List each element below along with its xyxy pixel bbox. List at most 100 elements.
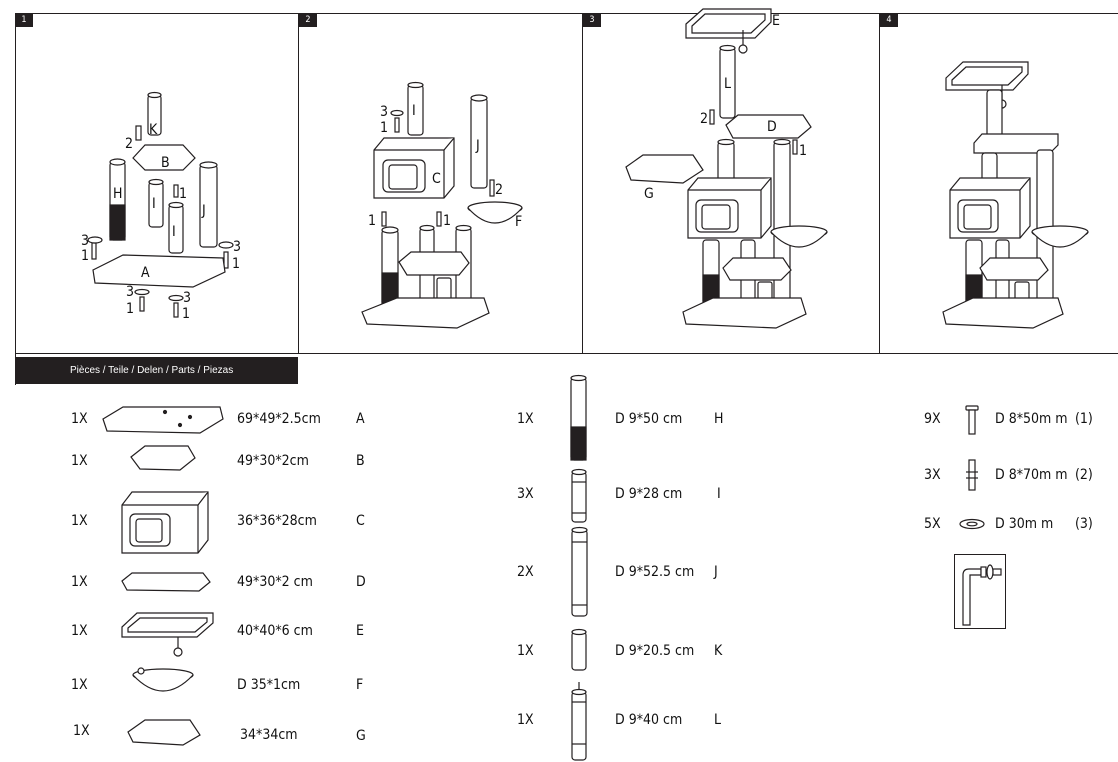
steps-bottom-line: [15, 353, 1118, 354]
step3-label-D: D: [767, 119, 777, 135]
panel-code-F: F: [356, 677, 364, 693]
parts-header: Pièces / Teile / Delen / Parts / Piezas: [15, 357, 298, 384]
step-3-diagram: E L 2 D 1 G: [625, 8, 828, 329]
step1-label-n1a: 1: [179, 186, 187, 202]
step-2-badge: 2: [299, 13, 317, 27]
post-parts-icons: [570, 374, 588, 761]
step1-label-K: K: [149, 122, 158, 138]
post-qty-K: 1X: [517, 643, 534, 659]
step2-label-C: C: [432, 171, 441, 187]
post-code-H: H: [714, 411, 724, 427]
post-code-K: K: [714, 643, 723, 659]
post-l-icon: [571, 682, 587, 761]
step1-label-n3d: 3: [183, 290, 191, 306]
post-qty-J: 2X: [517, 564, 534, 580]
panel-qty-F: 1X: [71, 677, 88, 693]
part-f-icon: [132, 667, 194, 692]
step3-label-n1: 1: [799, 143, 807, 159]
step3-label-L: L: [724, 76, 731, 92]
frame-left-line: [15, 13, 16, 385]
post-dim-H: D 9*50 cm: [615, 411, 683, 427]
panel-qty-B: 1X: [71, 453, 88, 469]
step2-label-n2: 2: [495, 182, 503, 198]
step3-label-n2: 2: [700, 111, 708, 127]
panel-qty-C: 1X: [71, 513, 88, 529]
post-dim-L: D 9*40 cm: [615, 712, 683, 728]
post-k-icon: [571, 628, 587, 671]
post-dim-J: D 9*52.5 cm: [615, 564, 695, 580]
step1-label-n3a: 3: [81, 233, 89, 249]
panel-code-E: E: [356, 623, 364, 639]
step1-label-n2: 2: [125, 136, 133, 152]
step1-label-A: A: [141, 265, 150, 281]
panel-code-C: C: [356, 513, 365, 529]
post-qty-I: 3X: [517, 486, 534, 502]
panel-dim-F: D 35*1cm: [237, 677, 301, 693]
part-a-icon: [102, 406, 224, 434]
divider-3-4: [879, 13, 880, 353]
step2-label-n1c: 1: [443, 213, 451, 229]
step2-label-n3: 3: [380, 104, 388, 120]
panel-code-A: A: [356, 411, 365, 427]
post-dim-K: D 9*20.5 cm: [615, 643, 695, 659]
post-dim-I: D 9*28 cm: [615, 486, 683, 502]
step2-label-I: I: [412, 103, 416, 119]
hardware-code-3: (3): [1075, 516, 1093, 532]
hardware-qty-2: 3X: [924, 467, 941, 483]
part-b-icon: [130, 445, 196, 471]
panel-dim-E: 40*40*6 cm: [237, 623, 313, 639]
post-code-L: L: [714, 712, 722, 728]
step1-label-n1c: 1: [232, 256, 240, 272]
panel-parts-icons: [102, 406, 224, 746]
post-qty-H: 1X: [517, 411, 534, 427]
step3-label-E: E: [772, 13, 780, 29]
step3-label-G: G: [644, 186, 654, 202]
step2-label-F: F: [515, 214, 522, 230]
step-1-badge: 1: [15, 13, 33, 27]
panel-dim-G: 34*34cm: [240, 727, 298, 743]
post-code-I: I: [717, 486, 721, 502]
step2-label-n1a: 1: [380, 120, 388, 136]
washer-icon: [959, 518, 985, 530]
part-d-icon: [121, 572, 211, 592]
panel-dim-D: 49*30*2 cm: [237, 574, 313, 590]
step1-label-B: B: [161, 155, 170, 171]
allen-key-box: [954, 554, 1006, 629]
step-1-diagram: K 2 B H I I J 1 3 1 3 1 A 3 1 3 1: [81, 91, 241, 322]
hardware-dim-3: D 30m m: [995, 516, 1054, 532]
step-4-badge: 4: [880, 13, 898, 27]
step2-label-n1b: 1: [368, 213, 376, 229]
panel-code-B: B: [356, 453, 365, 469]
panel-qty-A: 1X: [71, 411, 88, 427]
post-i-icon: [571, 468, 587, 523]
panel-dim-B: 49*30*2cm: [237, 453, 309, 469]
panel-code-D: D: [356, 574, 366, 590]
step1-label-n1d: 1: [126, 301, 134, 317]
step-3-badge: 3: [583, 13, 601, 27]
post-code-J: J: [714, 564, 718, 580]
part-c-icon: [121, 491, 209, 554]
allen-key-icon: [962, 564, 1002, 626]
step1-label-n3b: 3: [233, 239, 241, 255]
panel-dim-C: 36*36*28cm: [237, 513, 317, 529]
step1-label-I1: I: [152, 196, 156, 212]
post-qty-L: 1X: [517, 712, 534, 728]
hardware-code-2: (2): [1075, 467, 1093, 483]
panel-qty-G: 1X: [73, 723, 90, 739]
step1-label-J: J: [201, 203, 206, 219]
hardware-icons: [959, 405, 985, 530]
step2-label-J: J: [475, 138, 480, 154]
part-e-icon: [121, 612, 214, 657]
post-j-icon: [571, 526, 588, 617]
bolt-50-icon: [965, 405, 979, 435]
hardware-code-1: (1): [1075, 411, 1093, 427]
post-h-icon: [570, 374, 587, 461]
step1-label-n3c: 3: [126, 284, 134, 300]
divider-2-3: [582, 13, 583, 353]
hardware-dim-2: D 8*70m m: [995, 467, 1068, 483]
panel-qty-D: 1X: [71, 574, 88, 590]
panel-dim-A: 69*49*2.5cm: [237, 411, 321, 427]
bolt-70-icon: [966, 459, 978, 491]
divider-1-2: [298, 13, 299, 353]
hardware-dim-1: D 8*50m m: [995, 411, 1068, 427]
